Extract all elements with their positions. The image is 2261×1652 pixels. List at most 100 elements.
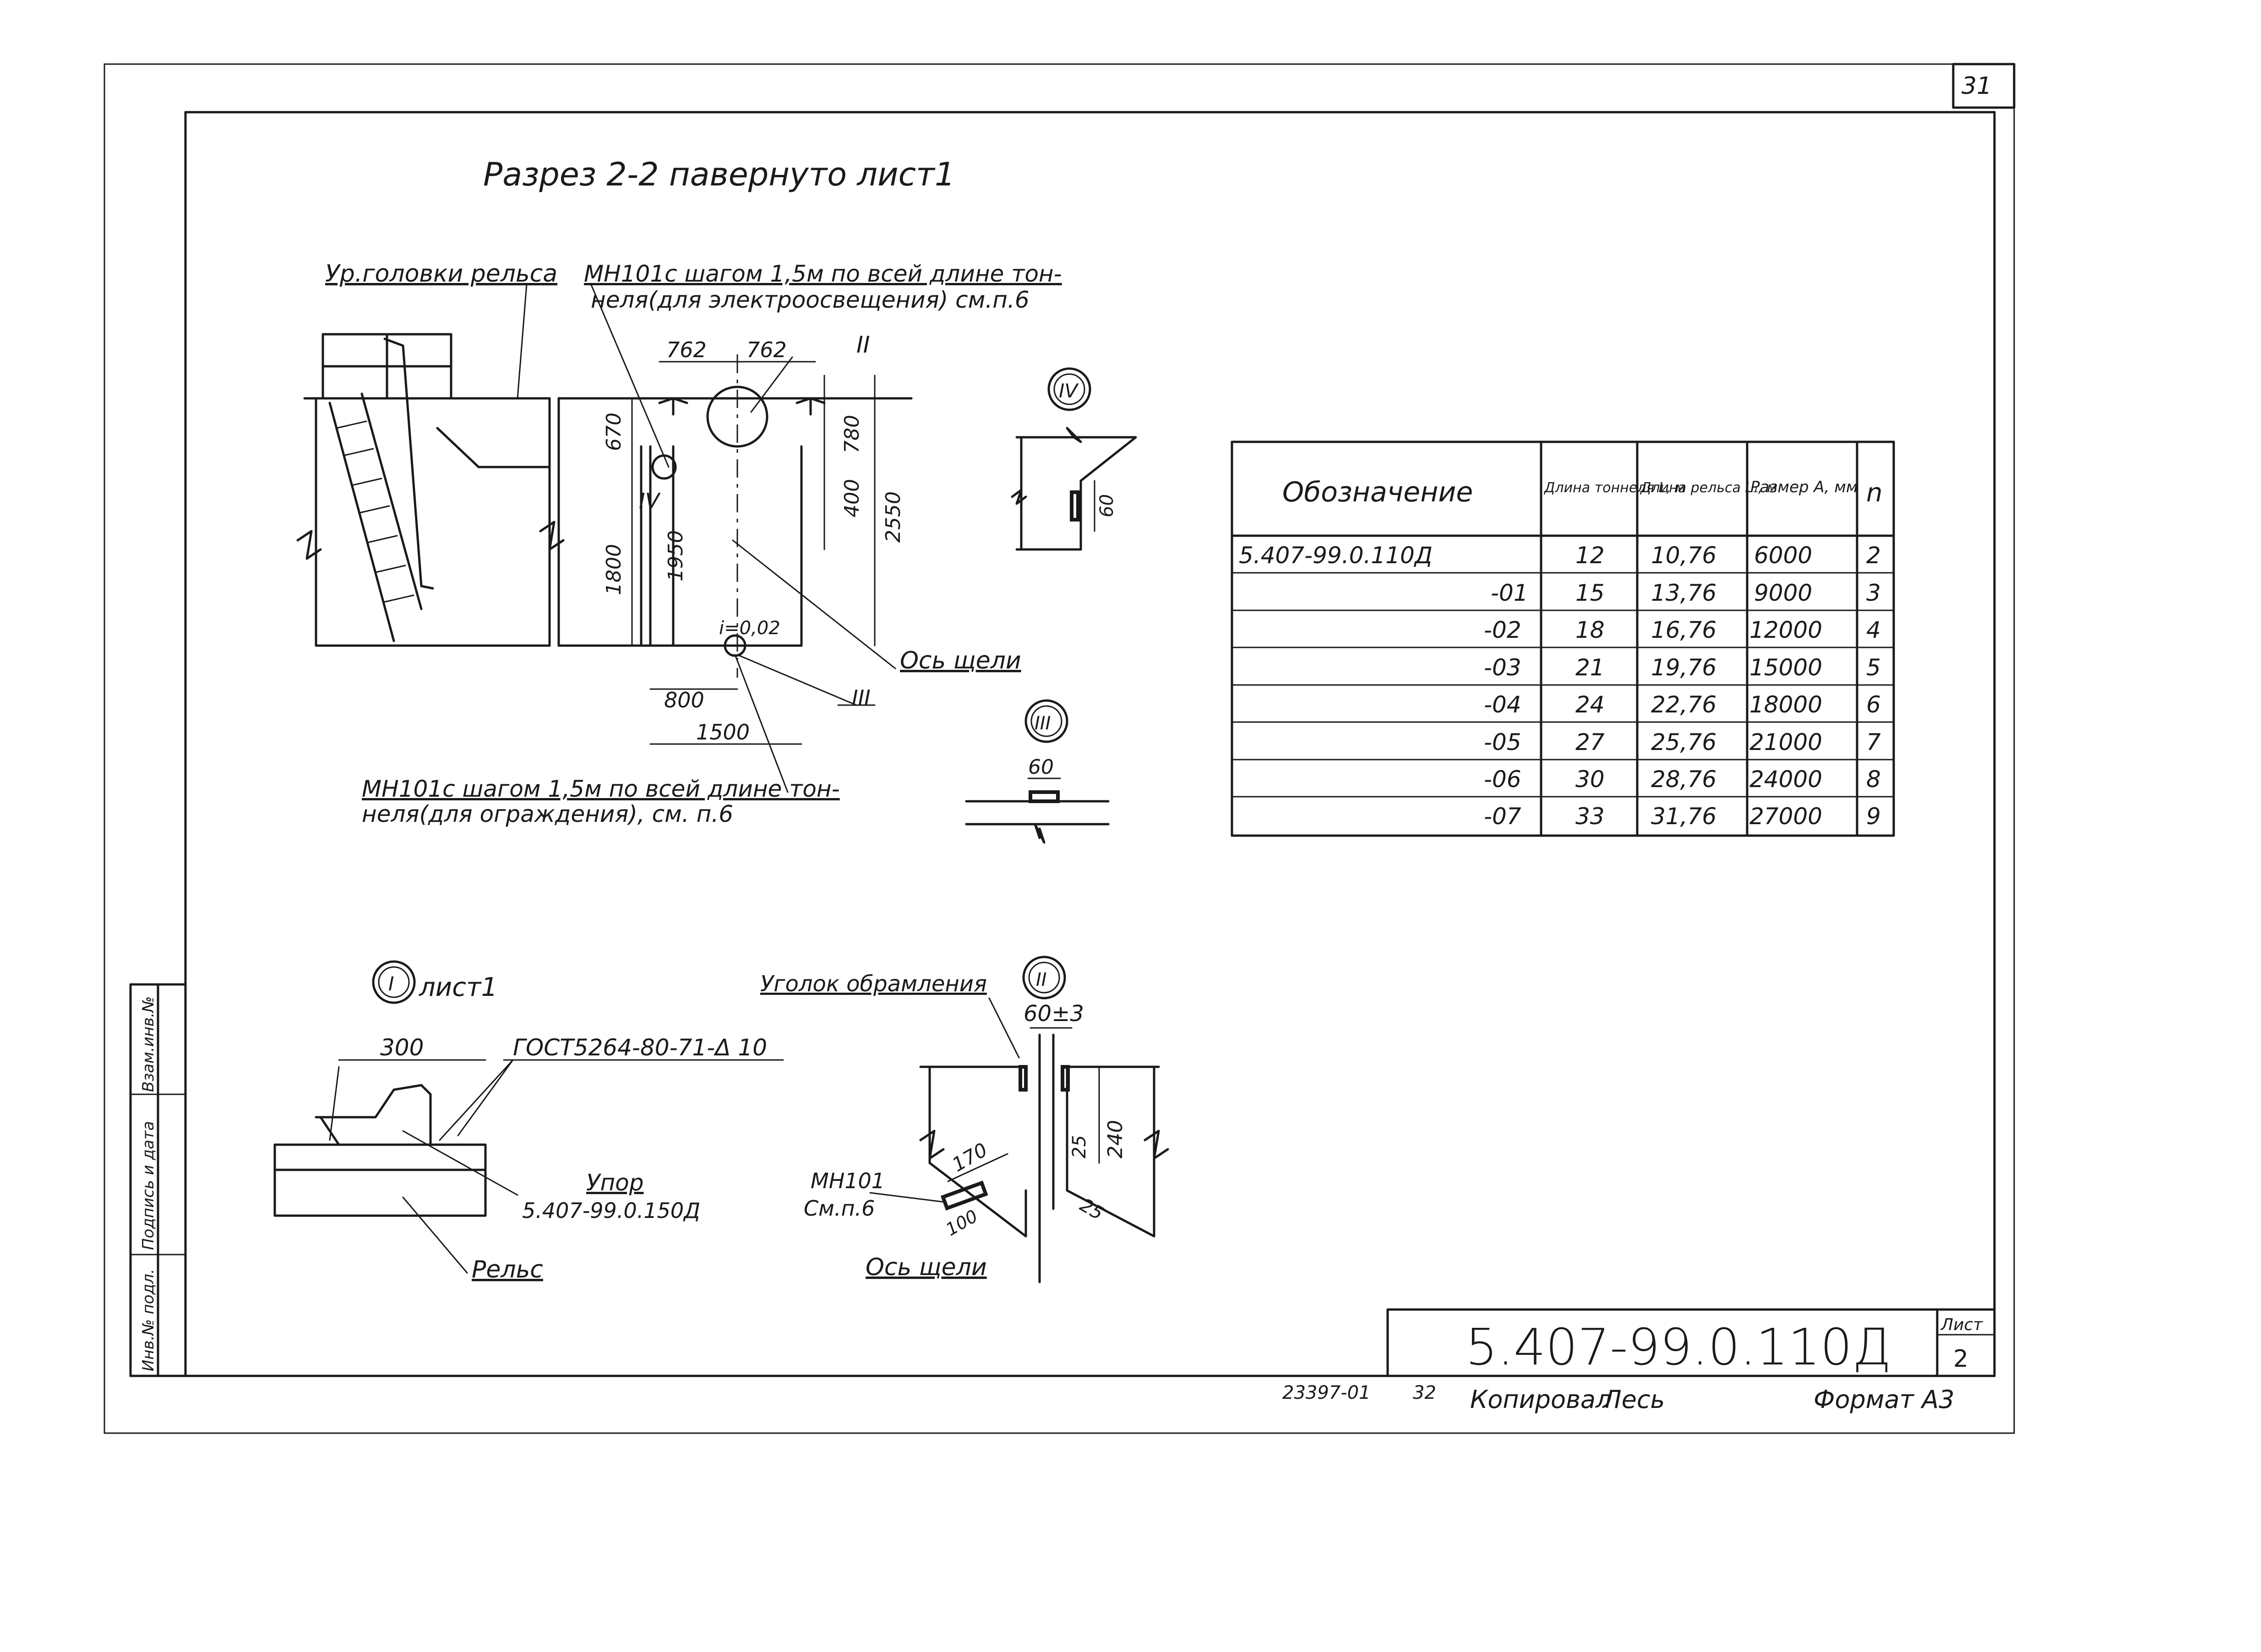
table-header-tunnel: Длина тоннеля L, м	[1543, 480, 1685, 496]
dim-1800: 1800	[602, 544, 626, 595]
svg-text:-06: -06	[1484, 766, 1521, 793]
table-row: -05 27 25,76 21000 7	[1484, 729, 1881, 755]
footer-order: 23397-01	[1282, 1382, 1371, 1403]
node-circle-II	[706, 386, 768, 448]
table-row: 5.407-99.0.110Д 12 10,76 6000 2	[1239, 542, 1881, 569]
svg-text:I: I	[388, 973, 394, 995]
svg-text:5: 5	[1866, 654, 1881, 681]
svg-text:-02: -02	[1484, 617, 1521, 643]
mn-bottom-label-1: МН101с шагом 1,5м по всей длине тон-	[362, 776, 840, 802]
dim-762-b: 762	[746, 337, 787, 362]
mark-IV: IV	[639, 489, 661, 513]
svg-text:19,76: 19,76	[1651, 654, 1716, 681]
gap-axis-label: Ось щели	[900, 647, 1021, 674]
svg-text:9: 9	[1866, 803, 1881, 830]
table-row: -01 15 13,76 9000 3	[1491, 580, 1881, 606]
dim-780: 780	[840, 415, 864, 453]
rail-head-label: Ур.головки рельса	[325, 260, 557, 288]
svg-text:8: 8	[1866, 766, 1881, 793]
dim-762-a: 762	[666, 337, 707, 362]
mn-top-label-1: МН101с шагом 1,5м по всей длине тон-	[584, 261, 1062, 287]
detail-I: I лист1 300 ГОСТ5264-80-71-Δ 10 Упор 5.4…	[273, 960, 784, 1283]
designation-table: Обозначение Длина тоннеля L, м Длина рел…	[1231, 440, 1895, 837]
corner-sheet-box	[1952, 63, 2016, 109]
detail-I-dim-300: 300	[380, 1034, 424, 1061]
svg-text:24000: 24000	[1749, 766, 1822, 793]
section-title: Разрез 2-2 павернуто лист1	[483, 156, 955, 193]
dim-800: 800	[664, 688, 704, 712]
detail-III: III 60	[965, 699, 1110, 844]
stop-label: Упор	[586, 1169, 644, 1196]
svg-text:6000: 6000	[1754, 542, 1812, 569]
corner-sheet-number: 31	[1961, 72, 1992, 100]
mn-top-label-2: неля(для электроосвещения) см.п.6	[591, 287, 1030, 313]
svg-text:3: 3	[1866, 580, 1881, 606]
sheet-outer-border	[104, 63, 2015, 1434]
detail-I-gost: ГОСТ5264-80-71-Δ 10	[513, 1034, 767, 1061]
detail-II-gap-axis: Ось щели	[866, 1254, 987, 1281]
svg-text:2: 2	[1866, 542, 1881, 569]
svg-text:24: 24	[1575, 691, 1605, 718]
svg-text:27: 27	[1575, 729, 1605, 755]
detail-II-dim-25a: 25	[1069, 1135, 1090, 1158]
title-block: 5.407-99.0.110Д Лист 2	[1386, 1308, 1996, 1377]
svg-text:31,76: 31,76	[1651, 803, 1716, 830]
angle-label: Уголок обрамления	[760, 971, 987, 997]
detail-IV: IV 60	[1011, 367, 1137, 551]
detail-II: II Уголок обрамления 60±3 170 100 25 240…	[760, 956, 1169, 1283]
table-row: -03 21 19,76 15000 5	[1484, 654, 1881, 681]
svg-text:IV: IV	[1059, 380, 1079, 402]
svg-text:6: 6	[1866, 691, 1881, 718]
side-stamp: Инв.№ подл. Подпись и дата Взам.инв.№	[129, 983, 187, 1377]
table-row: -04 24 22,76 18000 6	[1484, 691, 1881, 718]
svg-text:10,76: 10,76	[1651, 542, 1716, 569]
detail-I-sheet-ref: лист1	[419, 973, 497, 1002]
svg-text:-07: -07	[1484, 803, 1521, 830]
table-row: -02 18 16,76 12000 4	[1484, 617, 1881, 643]
stair	[328, 337, 434, 642]
title-sheet-label: Лист	[1940, 1315, 1983, 1334]
svg-text:II: II	[1036, 969, 1047, 990]
title-sheet-number: 2	[1953, 1345, 1968, 1373]
svg-text:III: III	[1035, 713, 1051, 734]
svg-text:5.407-99.0.110Д: 5.407-99.0.110Д	[1239, 542, 1433, 569]
svg-text:21000: 21000	[1749, 729, 1822, 755]
svg-text:4: 4	[1866, 617, 1881, 643]
dim-400: 400	[840, 479, 864, 517]
mn-bottom-label-2: неля(для ограждения), см. п.6	[362, 801, 733, 827]
footer-copied: Копировал	[1470, 1385, 1612, 1414]
table-row: -06 30 28,76 24000 8	[1484, 766, 1881, 793]
mn-ref: См.п.6	[804, 1196, 875, 1221]
mn-label: МН101	[811, 1168, 885, 1193]
stop-ref: 5.407-99.0.150Д	[522, 1198, 700, 1223]
title-code: 5.407-99.0.110Д	[1466, 1318, 1891, 1376]
detail-IV-dim: 60	[1096, 494, 1117, 517]
svg-text:9000: 9000	[1754, 580, 1812, 606]
detail-II-dim-100: 100	[943, 1206, 981, 1239]
rail-label: Рельс	[472, 1256, 543, 1283]
mark-II: II	[856, 331, 870, 358]
mark-III: III	[852, 685, 871, 710]
svg-text:30: 30	[1575, 766, 1605, 793]
svg-text:18: 18	[1575, 617, 1605, 643]
table-row: -07 33 31,76 27000 9	[1484, 803, 1881, 830]
svg-text:18000: 18000	[1749, 691, 1822, 718]
table-rows: 5.407-99.0.110Д 12 10,76 6000 2 -01 15 1…	[1239, 542, 1881, 830]
dim-1950: 1950	[664, 530, 687, 581]
svg-text:33: 33	[1575, 803, 1605, 830]
svg-text:15: 15	[1575, 580, 1605, 606]
drawing-frame	[184, 111, 1996, 1377]
svg-text:-03: -03	[1484, 654, 1521, 681]
svg-text:22,76: 22,76	[1651, 691, 1716, 718]
section-2-2: 762 762 670 1800 1950 780 400 2550 i=0,0…	[296, 283, 913, 793]
detail-II-dim-top: 60±3	[1024, 1001, 1084, 1027]
svg-text:13,76: 13,76	[1651, 580, 1716, 606]
svg-text:12000: 12000	[1749, 617, 1822, 643]
dim-1500: 1500	[696, 720, 750, 744]
svg-text:28,76: 28,76	[1651, 766, 1716, 793]
footer-format: Формат А3	[1814, 1385, 1955, 1414]
detail-II-dim-170: 170	[948, 1138, 992, 1176]
svg-text:21: 21	[1575, 654, 1605, 681]
footer-order-suffix: 32	[1413, 1382, 1436, 1403]
svg-text:15000: 15000	[1749, 654, 1822, 681]
